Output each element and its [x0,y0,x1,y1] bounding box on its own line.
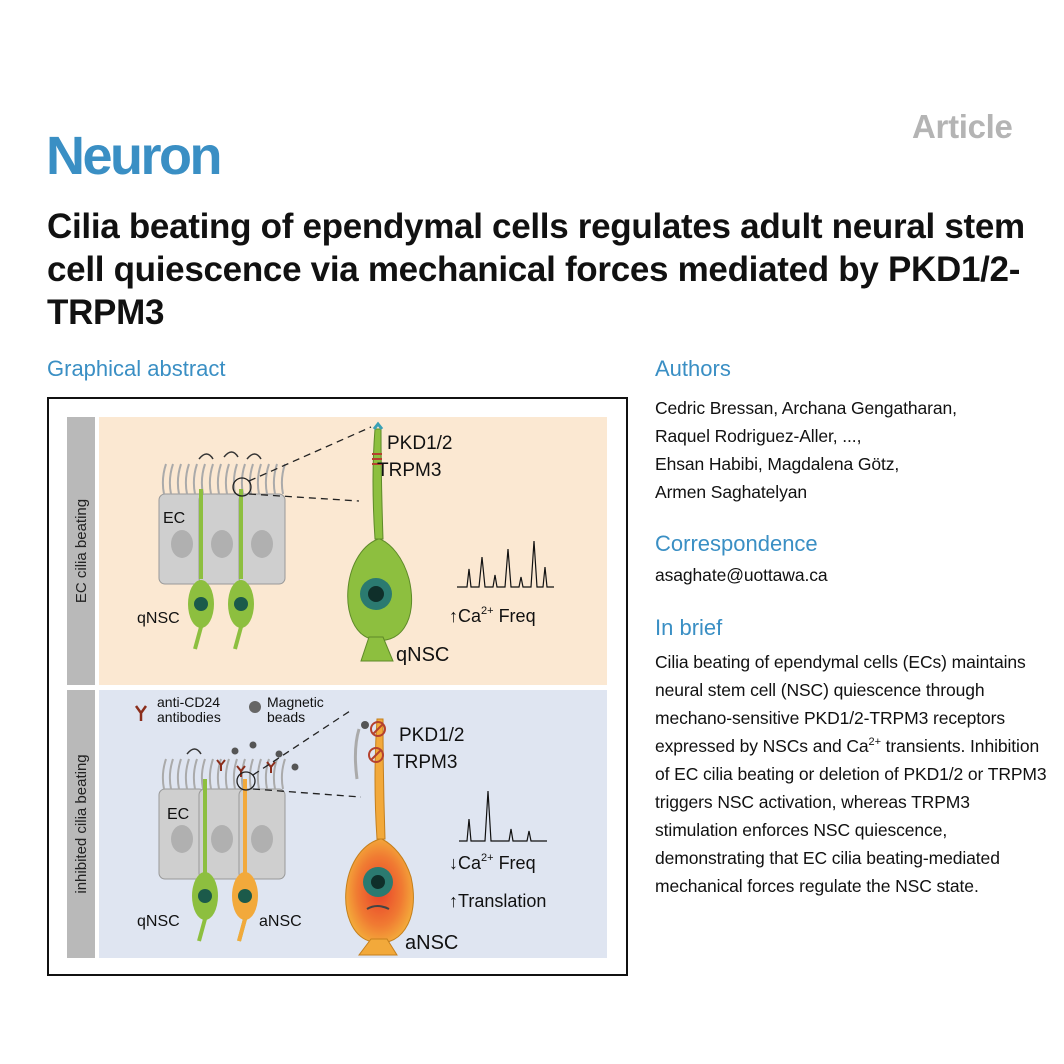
legend-antibody-line2: antibodies [157,709,221,725]
big-ansc-bottom [345,718,414,956]
article-type-label: Article [912,108,1013,145]
pkd-label-top: PKD1/2 [387,433,452,454]
zoom-lines-top [248,426,372,502]
author-line[interactable]: Cedric Bressan, Archana Gengatharan, [655,398,957,418]
correspondence-heading: Correspondence [655,531,818,556]
top-panel-side-bar [67,417,95,685]
author-line[interactable]: Armen Saghatelyan [655,482,808,502]
bottom-panel-side-bar [67,690,95,958]
antibodies-and-beads-bottom [216,741,299,777]
author-line[interactable]: Ehsan Habibi, Magdalena Götz, [655,454,900,474]
qnsc-label-bottom: qNSC [137,913,180,930]
zoom-circle-top [232,477,252,497]
legend-beads-line2: beads [267,709,305,725]
translation-label-bottom: ↑Translation [449,891,546,911]
antibody-legend-icon [134,705,148,721]
graphical-abstract-heading: Graphical abstract [47,356,226,381]
magnetic-bead-legend-icon [249,701,261,713]
authors-heading: Authors [655,356,731,381]
journal-logo[interactable]: Neuron [46,126,223,186]
in-brief-text: Cilia beating of ependymal cells (ECs) m… [655,652,1047,896]
cilia-arrow-bottom [186,748,202,755]
cilia-beating-arrows-top [198,451,262,460]
zoom-lines-bottom [252,708,362,798]
ca-freq-label-top: ↑Ca2+ Freq [449,605,536,626]
pkd-label-bottom: PKD1/2 [399,725,464,746]
qnsc-label-top-big: qNSC [396,644,449,666]
ec-label-top: EC [163,510,185,527]
qnsc-label-top-small: qNSC [137,610,180,627]
trpm3-label-bottom: TRPM3 [393,752,457,773]
authors-list: Cedric Bressan, Archana Gengatharan, Raq… [655,394,1050,506]
legend-beads-line1: Magnetic [267,694,324,710]
ansc-label-bottom-big: aNSC [405,932,458,954]
zoom-circle-bottom [236,771,256,791]
big-qnsc-top [347,421,413,662]
small-nscs-bottom [192,779,258,942]
article-title: Cilia beating of ependymal cells regulat… [47,207,1025,332]
ependymal-cells-top [158,463,286,585]
author-line[interactable]: Raquel Rodriguez-Aller, ..., [655,426,862,446]
ec-label-bottom: EC [167,806,189,823]
ependymal-cells-bottom [158,758,286,880]
correspondence-email[interactable]: asaghate@uottawa.ca [655,565,828,585]
ca-freq-label-bottom: ↓Ca2+ Freq [449,852,536,873]
in-brief-heading: In brief [655,615,723,640]
bottom-panel-side-label: inhibited cilia beating [73,754,90,893]
small-qnsc-top [188,489,254,650]
legend-antibody-line1: anti-CD24 [157,694,220,710]
graphical-abstract: EC cilia beating EC qNSC [47,397,628,976]
calcium-trace-bottom [459,790,547,842]
trpm3-label-top: TRPM3 [377,460,441,481]
top-panel-side-label: EC cilia beating [73,499,90,603]
ansc-label-bottom-small: aNSC [259,913,302,930]
calcium-trace-top [457,540,554,588]
